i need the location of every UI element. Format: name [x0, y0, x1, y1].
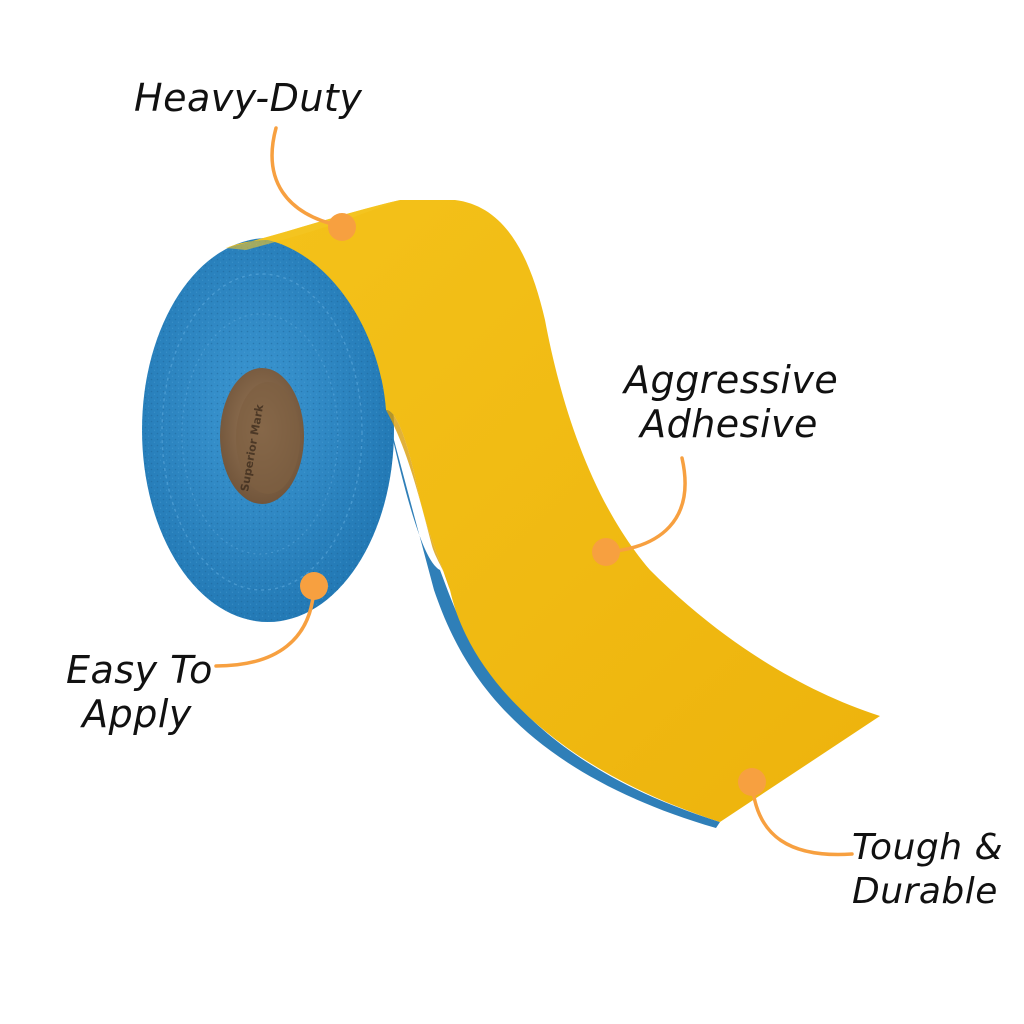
heavy-duty-label: Heavy-Duty [134, 76, 362, 120]
tough-durable-connector [750, 780, 854, 857]
heavy-duty-line-1: Heavy-Duty [134, 76, 363, 120]
heavy-duty-dot [328, 213, 356, 241]
easy-to-apply-line-1: Easy To [66, 648, 213, 692]
heavy-duty-connector [270, 126, 342, 228]
easy-to-apply-dot [300, 572, 328, 600]
strip-blue-edge [386, 410, 720, 828]
tough-durable-label: Tough & Durable [852, 826, 1020, 914]
aggressive-adhesive-line-2: Adhesive [640, 402, 818, 446]
tape-strip [226, 200, 880, 822]
aggressive-adhesive-label: Aggressive Adhesive [624, 358, 839, 446]
aggressive-adhesive-connector [604, 456, 687, 554]
tough-durable-line-2: Durable [852, 871, 998, 912]
tough-durable-dot [738, 768, 766, 796]
tough-durable-line-1: Tough & [852, 827, 1004, 868]
aggressive-adhesive-line-1: Aggressive [624, 358, 839, 402]
roll-yellow-band [226, 200, 400, 250]
easy-to-apply-label: Easy To Apply [66, 648, 213, 736]
easy-to-apply-line-2: Apply [82, 692, 192, 736]
aggressive-adhesive-dot [592, 538, 620, 566]
easy-to-apply-connector [214, 584, 316, 668]
